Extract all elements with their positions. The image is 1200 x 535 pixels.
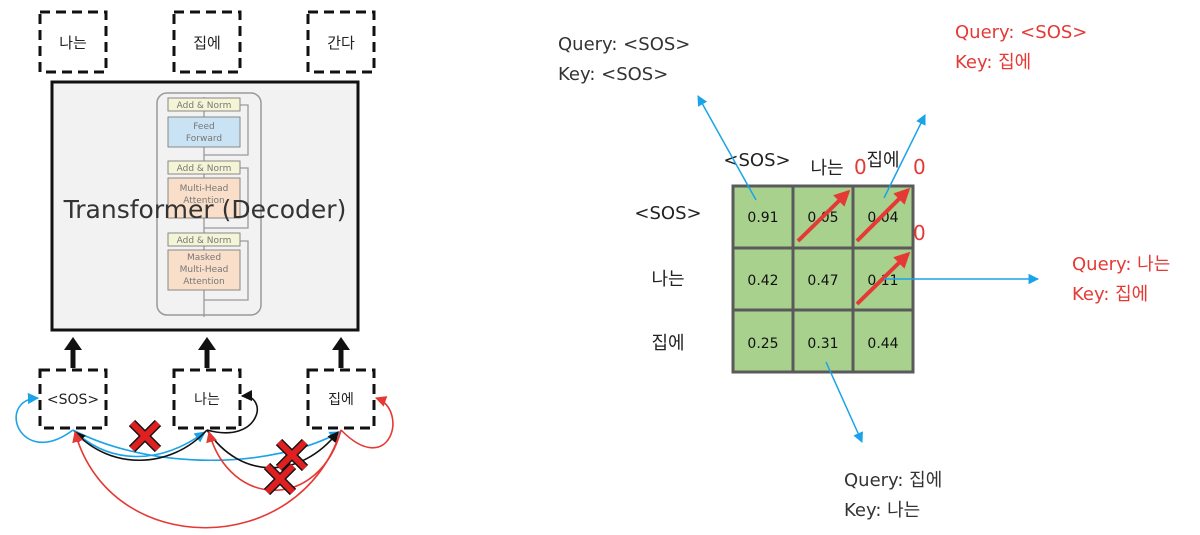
attention-matrix: <SOS> 나는 집에 <SOS> 나는 집에 0.91 0.05 0.04 0…: [634, 150, 926, 374]
arc-black-to-1: [74, 429, 208, 461]
annotation-2-query: Query: <SOS>: [955, 22, 1087, 43]
output-token-boxes: 나는 집에 간다: [38, 10, 376, 74]
masked-mha-block: [167, 249, 241, 291]
mask-arrow-r1c2: [796, 189, 851, 243]
attention-arcs: [15, 390, 394, 529]
input-token-box-3: [306, 368, 376, 430]
add-norm-label-bottom: Add & Norm: [177, 236, 232, 246]
matrix-cell-r1c1: [731, 184, 795, 250]
input-token-box-1: [38, 368, 108, 430]
cell-value-r1c1: 0.91: [747, 210, 778, 226]
mask-cross-marks: [128, 419, 309, 496]
input-token-boxes: <SOS> 나는 집에: [38, 368, 376, 430]
arc-black-self: [206, 390, 258, 434]
decoder-inner-frame: [156, 92, 262, 316]
cross-mark-1: [128, 419, 162, 453]
feed-forward-block: [167, 116, 241, 148]
col-header-1: <SOS>: [723, 150, 790, 171]
annotation-2-key: Key: 집에: [955, 52, 1031, 73]
mha-label-1: Multi-Head: [180, 184, 229, 194]
decoder-block: Add & Norm Feed Forward Add & Norm Multi…: [50, 80, 360, 332]
pointer-arrow-1: [697, 95, 757, 201]
mask-arrows: [796, 187, 911, 306]
input-token-2: 나는: [194, 392, 220, 408]
annotations: Query: <SOS> Key: <SOS> Query: <SOS> Key…: [558, 22, 1170, 521]
pointer-arrows: [697, 95, 1040, 443]
arc-blue-to-3: [72, 429, 341, 461]
mask-zero-1: 0: [854, 155, 867, 179]
add-norm-label-mid: Add & Norm: [177, 164, 232, 174]
mask-arrow-r1c3: [855, 187, 911, 243]
residual-loop-1: [204, 240, 249, 301]
row-header-3: 집에: [651, 333, 684, 354]
matrix-cell-r2c2: [791, 246, 855, 312]
input-token-3: 집에: [328, 392, 354, 408]
output-token-2: 집에: [193, 34, 221, 52]
annotation-1-query: Query: <SOS>: [558, 34, 690, 55]
col-header-2: 나는: [810, 158, 843, 179]
matrix-cell-r3c3: [851, 308, 915, 374]
col-header-3: 집에: [866, 150, 899, 171]
input-token-box-2: [172, 368, 242, 430]
output-token-box-3: [306, 10, 376, 74]
masked-mha-label-1: Masked: [187, 253, 221, 263]
pointer-arrow-2: [883, 114, 926, 199]
arc-blue-to-2: [72, 429, 206, 458]
cell-value-r2c1: 0.42: [747, 273, 778, 289]
residual-loop-3: [204, 104, 249, 156]
row-header-1: <SOS>: [634, 203, 701, 224]
cell-value-r3c1: 0.25: [747, 336, 778, 352]
residual-loop-2: [204, 167, 249, 229]
add-norm-block-bottom: [167, 232, 241, 247]
output-token-1: 나는: [59, 34, 87, 52]
masked-mha-label-3: Attention: [183, 277, 225, 287]
output-token-box-2: [172, 10, 242, 74]
add-norm-label-top: Add & Norm: [177, 101, 232, 111]
annotation-1-key: Key: <SOS>: [558, 64, 668, 85]
output-token-box-1: [38, 10, 108, 74]
add-norm-block-mid: [167, 160, 241, 175]
annotation-3-query: Query: 나는: [1072, 254, 1170, 275]
mask-zero-2: 0: [913, 155, 926, 179]
input-token-1: <SOS>: [47, 392, 99, 408]
cell-value-r3c3: 0.44: [867, 336, 898, 352]
cell-value-r2c2: 0.47: [807, 273, 838, 289]
arc-blue-self: [15, 392, 74, 444]
mask-zero-3: 0: [913, 221, 926, 245]
cross-mark-3: [263, 462, 297, 496]
arc-red-self: [340, 396, 394, 449]
cell-value-r3c2: 0.31: [807, 336, 838, 352]
annotation-3-key: Key: 집에: [1072, 284, 1148, 305]
feed-forward-label-2: Forward: [186, 134, 222, 144]
annotation-4-key: Key: 나는: [844, 500, 920, 521]
arc-black-to-3: [206, 429, 339, 469]
masked-mha-label-2: Multi-Head: [180, 265, 229, 275]
mask-arrow-r2c3: [855, 251, 911, 306]
input-to-decoder-arrows: [64, 337, 350, 368]
decoder-title: Transformer (Decoder): [63, 195, 347, 224]
mha-label-2: Attention: [183, 196, 225, 206]
multi-head-attention-block: [167, 177, 241, 219]
add-norm-block-top: [167, 97, 241, 112]
feed-forward-label-1: Feed: [193, 122, 214, 132]
annotation-4-query: Query: 집에: [844, 470, 942, 491]
arc-red-to-1: [72, 429, 342, 529]
output-token-3: 간다: [327, 34, 355, 52]
row-header-2: 나는: [651, 269, 684, 290]
pointer-arrow-4: [825, 361, 863, 443]
cross-mark-2: [275, 438, 309, 472]
